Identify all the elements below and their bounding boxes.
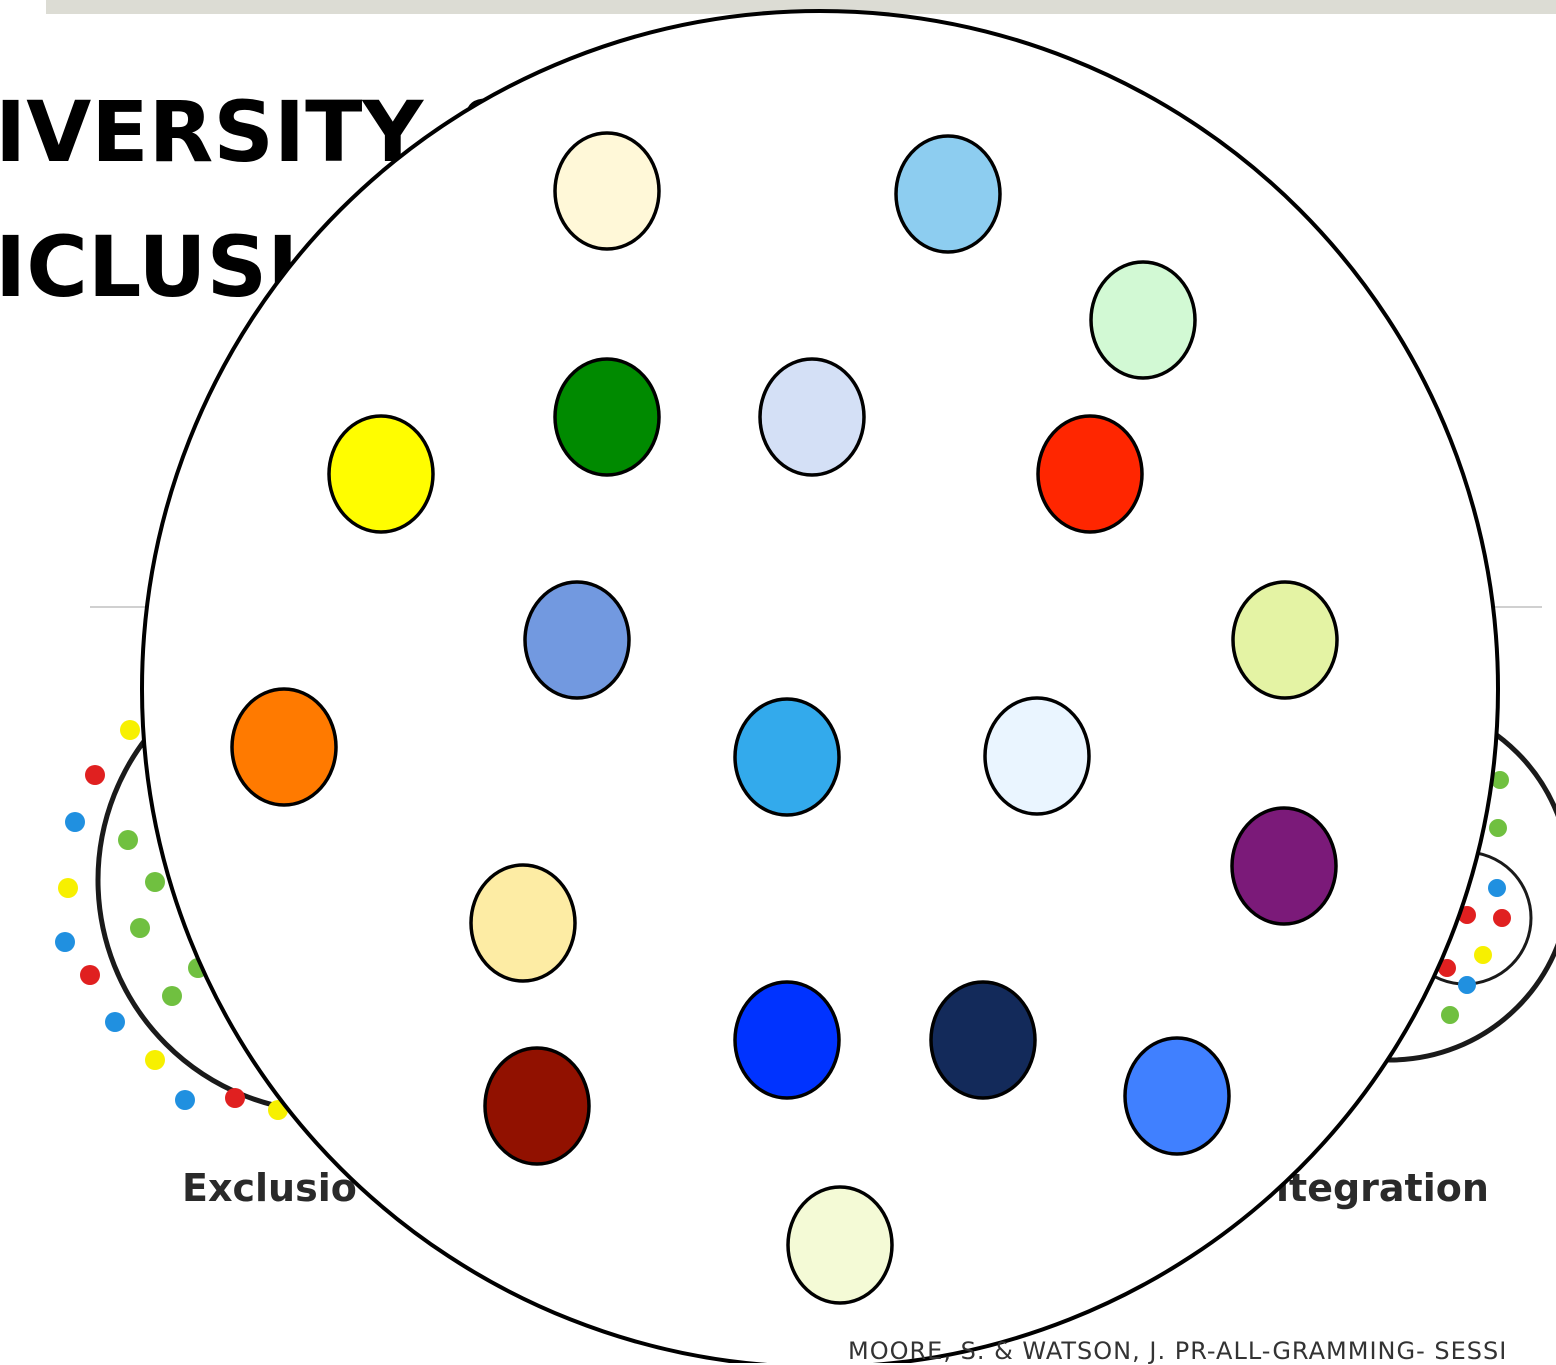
color-dot [758,357,866,477]
color-dot [469,863,577,983]
color-dot [483,1046,591,1166]
color-dot [1036,414,1144,534]
color-dot [894,134,1002,254]
color-dot [523,580,631,700]
color-dot [553,131,661,251]
exclusion-label: Exclusio [182,1166,357,1210]
divider-right [1492,606,1542,608]
integration-small-dots [1438,771,1511,1024]
color-dot [929,980,1037,1100]
color-dot [983,696,1091,816]
divider-left [90,606,170,608]
top-band [46,0,1556,14]
dots-layer [230,131,1339,1305]
color-dot [553,357,661,477]
color-dot [733,980,841,1100]
color-dot [1089,260,1197,380]
color-dot [1231,580,1339,700]
color-dot [733,697,841,817]
color-dot [327,414,435,534]
color-dot [1123,1036,1231,1156]
integration-label: itegration [1276,1166,1489,1210]
color-dot [1230,806,1338,926]
footer-citation: MOORE, S. & WATSON, J. PR-ALL-GRAMMING- … [848,1337,1508,1365]
color-dot [786,1185,894,1305]
color-dot [230,687,338,807]
